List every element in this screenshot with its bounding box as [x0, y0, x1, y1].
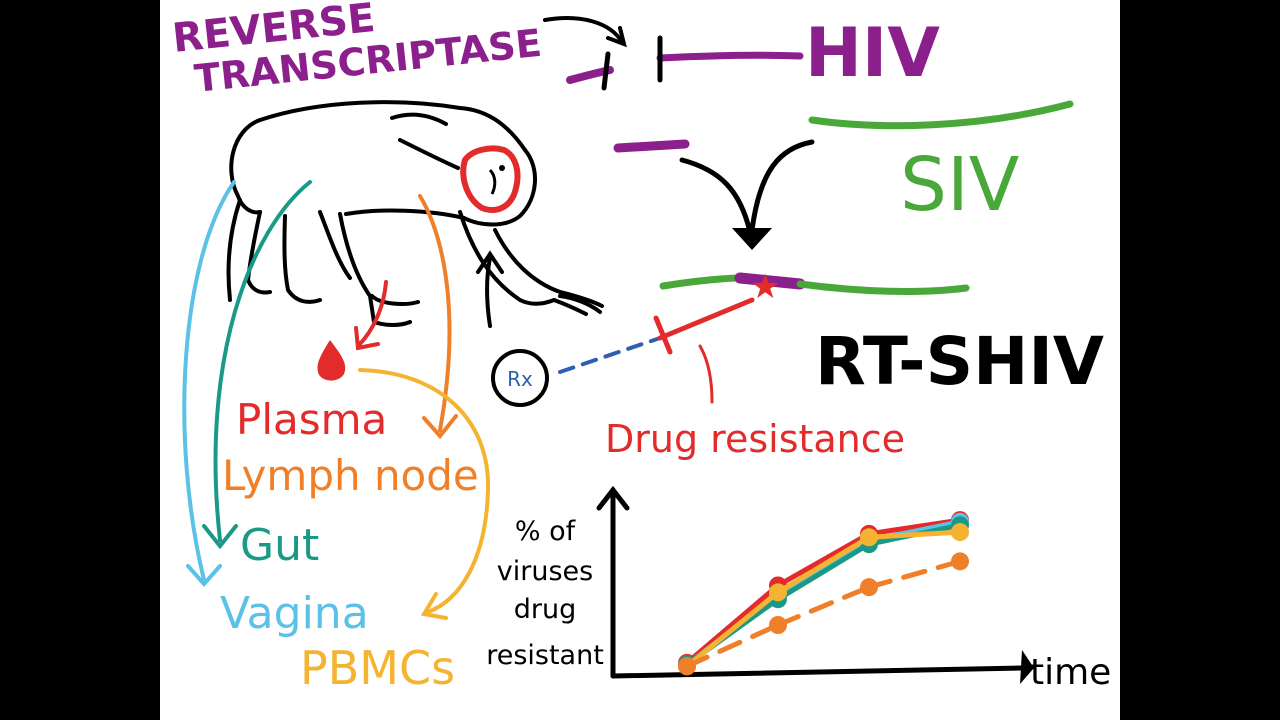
tissue-label-plasma: Plasma	[236, 395, 387, 444]
series-2-segment-1	[775, 541, 872, 602]
lymph-node-arrow	[418, 194, 458, 440]
series-4-point-1	[769, 616, 787, 634]
y-label-line3: drug	[514, 594, 577, 625]
series-3-point-2	[860, 528, 878, 547]
series-4-point-2	[860, 578, 878, 597]
rx-inhibition	[558, 297, 755, 404]
diagram: REVERSE TRANSCRIPTASE HIV SIV ★ RT-SHIV …	[170, 0, 1111, 695]
gut-arrow	[202, 180, 312, 550]
rx-pill-icon: Rx	[491, 349, 549, 407]
tissue-label-vagina: Vagina	[220, 588, 369, 639]
series-0-segment-0	[684, 582, 781, 666]
tissue-label-lymph-node: Lymph node	[222, 451, 479, 500]
rt-shiv-label: RT-SHIV	[815, 323, 1104, 400]
chart-y-axis-arrow	[596, 485, 630, 511]
pbmcs-arrow	[358, 368, 491, 620]
y-label-line1: % of	[515, 516, 577, 547]
chart-x-axis-arrow	[1020, 650, 1034, 684]
series-3-segment-0	[684, 589, 781, 669]
chart-y-axis-label: % of viruses drug resistant	[486, 516, 604, 671]
chart-marks	[596, 485, 1034, 684]
rx-label: Rx	[507, 367, 533, 391]
series-0-segment-2	[866, 517, 963, 537]
siv-label: SIV	[900, 142, 1020, 228]
tissue-label-gut: Gut	[240, 520, 319, 571]
series-3-point-3	[951, 523, 969, 542]
vagina-arrow	[182, 180, 236, 588]
hiv-genome	[543, 16, 804, 91]
series-3-segment-2	[866, 529, 963, 540]
y-label-line4: resistant	[486, 640, 604, 671]
tissue-label-pbmcs: PBMCs	[300, 641, 455, 695]
y-label-line2: viruses	[497, 556, 593, 587]
chart-x-axis	[610, 665, 1025, 679]
mutation-star-icon: ★	[750, 267, 780, 307]
series-4-segment-2	[866, 558, 963, 590]
chart-x-axis-label: time	[1030, 652, 1111, 693]
blood-drop-icon	[317, 340, 346, 381]
series-3-segment-1	[775, 534, 872, 595]
plasma-arrow	[354, 280, 388, 351]
drug-resistance-label: Drug resistance	[605, 417, 905, 461]
rt-shiv-genome	[659, 272, 970, 295]
series-4-segment-0	[684, 622, 781, 669]
monkey-face	[460, 145, 521, 213]
series-4-point-0	[678, 657, 696, 676]
series-0-segment-1	[775, 531, 872, 588]
resistance-chart: % of viruses drug resistant time	[486, 485, 1111, 693]
series-1-segment-1	[775, 538, 872, 599]
monkey-drawing	[226, 100, 604, 327]
siv-genome	[613, 100, 1074, 250]
series-4-segment-1	[775, 584, 872, 628]
series-3-point-1	[769, 583, 787, 602]
hiv-label: HIV	[805, 14, 940, 93]
drawing-canvas: REVERSE TRANSCRIPTASE HIV SIV ★ RT-SHIV …	[160, 0, 1120, 720]
series-4-point-3	[951, 552, 969, 571]
rx-up-arrow	[476, 250, 504, 328]
